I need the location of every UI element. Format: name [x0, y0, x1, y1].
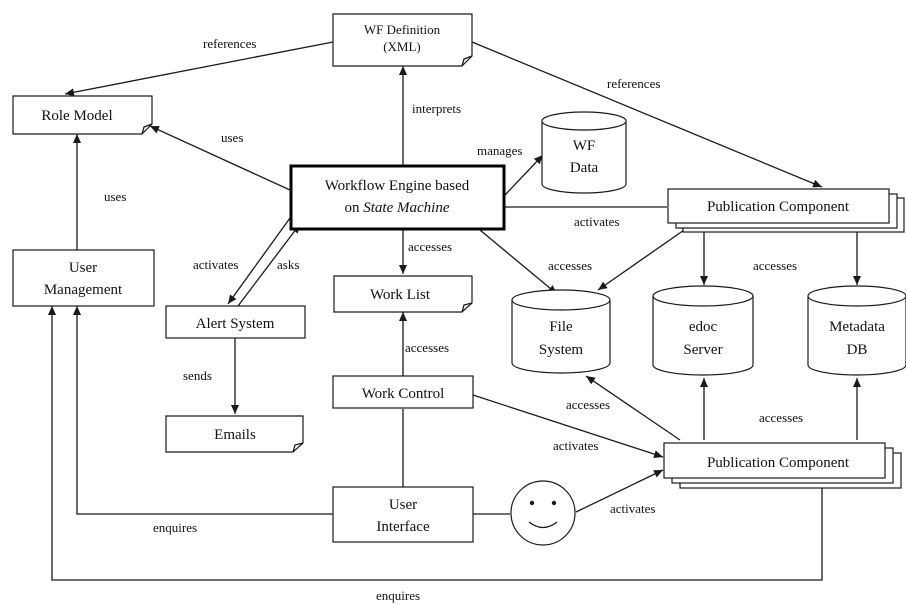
edge-labels: references references interprets uses us…	[104, 36, 803, 603]
label-accesses-fs-engine: accesses	[548, 258, 592, 273]
workflow-engine-line2-italic: State Machine	[363, 200, 450, 216]
label-references-pub: references	[607, 76, 660, 91]
file-system-node: File System	[511, 289, 611, 374]
label-enquires-ui: enquires	[153, 520, 197, 535]
label-accesses-pub-bottom-db: accesses	[759, 410, 803, 425]
publication-component-bottom-node: Publication Component	[663, 442, 902, 489]
workflow-engine-node: Workflow Engine based on State Machine	[289, 164, 506, 231]
work-control-node: Work Control	[332, 375, 474, 409]
edge-user-pubbottom	[575, 469, 664, 513]
label-accesses-workcontrol: accesses	[405, 340, 449, 355]
label-activates-alert: activates	[193, 257, 238, 272]
label-activates-pub-top: activates	[574, 214, 619, 229]
edge-wfdef-pubtop	[471, 41, 823, 188]
work-list-label: Work List	[370, 287, 431, 303]
label-uses-usermgmt: uses	[104, 189, 126, 204]
smiley-face-icon	[510, 480, 576, 546]
publication-component-top-node: Publication Component	[667, 188, 905, 233]
alert-system-node: Alert System	[165, 305, 306, 339]
edge-wfdef-rolemodel	[64, 41, 334, 97]
workflow-engine-line2-prefix: on	[345, 200, 364, 216]
edoc-server-node: edoc Server	[652, 285, 754, 376]
emails-label: Emails	[214, 427, 256, 443]
work-list-node: Work List	[333, 275, 473, 313]
edge-pubbottom-usermgmt	[48, 306, 823, 581]
workflow-engine-line1: Workflow Engine based	[325, 178, 470, 194]
publication-component-bottom-label: Publication Component	[707, 455, 850, 471]
edge-ui-usermgmt	[73, 306, 333, 515]
role-model-node: Role Model	[12, 95, 153, 135]
label-sends: sends	[183, 368, 212, 383]
edge-engine-alert	[227, 217, 291, 305]
wf-definition-line2: (XML)	[383, 39, 421, 54]
publication-component-top-label: Publication Component	[707, 199, 850, 215]
label-activates-user: activates	[610, 501, 655, 516]
wf-definition-node: WF Definition (XML)	[332, 13, 473, 67]
user-interface-line2: Interface	[376, 519, 430, 535]
metadata-db-node: Metadata DB	[807, 285, 906, 376]
label-accesses-pub-top: accesses	[753, 258, 797, 273]
file-system-line1: File	[549, 319, 573, 335]
user-management-line1: User	[69, 260, 97, 276]
label-manages: manages	[477, 143, 522, 158]
edoc-server-line1: edoc	[689, 319, 718, 335]
work-control-label: Work Control	[362, 386, 445, 402]
edge-engine-rolemodel	[149, 125, 291, 191]
metadata-db-line1: Metadata	[829, 319, 885, 335]
wf-definition-line1: WF Definition	[364, 22, 441, 37]
label-enquires-bottom: enquires	[376, 588, 420, 603]
user-management-node: User Management	[12, 249, 155, 307]
edoc-server-line2: Server	[683, 342, 722, 358]
user-management-line2: Management	[44, 282, 123, 298]
edge-pubbottom-filesystem	[585, 375, 681, 441]
label-references-role: references	[203, 36, 256, 51]
role-model-label: Role Model	[41, 108, 112, 124]
edge-engine-wfdata	[504, 154, 544, 196]
alert-system-label: Alert System	[196, 316, 275, 332]
wf-data-line1: WF	[573, 138, 596, 154]
label-activates-workcontrol: activates	[553, 438, 598, 453]
workflow-engine-line2: on State Machine	[345, 200, 450, 216]
edges	[48, 41, 861, 581]
label-interprets: interprets	[412, 101, 461, 116]
user-interface-node: User Interface	[332, 486, 474, 543]
label-accesses-worklist: accesses	[408, 239, 452, 254]
wf-data-line2: Data	[570, 160, 599, 176]
emails-node: Emails	[165, 415, 304, 453]
edge-engine-filesystem	[479, 229, 558, 295]
edge-workcontrol-pubbottom	[472, 394, 664, 459]
edge-alert-engine	[237, 223, 301, 307]
label-uses-engine: uses	[221, 130, 243, 145]
metadata-db-line2: DB	[847, 342, 868, 358]
label-asks: asks	[277, 257, 299, 272]
label-accesses-pub-bottom-fs: accesses	[566, 397, 610, 412]
file-system-line2: System	[539, 342, 584, 358]
edge-pubtop-filesystem	[597, 227, 688, 291]
wf-data-node: WF Data	[541, 111, 627, 194]
user-interface-line1: User	[389, 497, 417, 513]
